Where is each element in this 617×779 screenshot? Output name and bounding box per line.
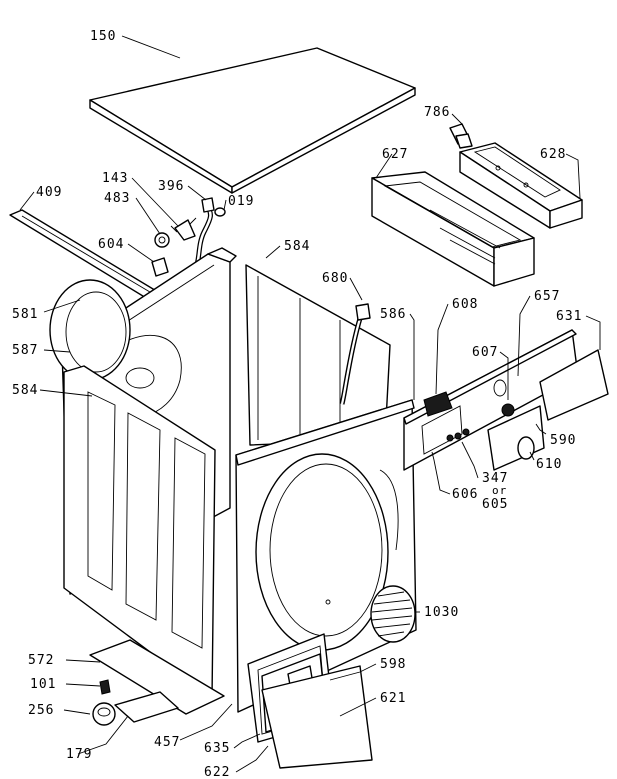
label-587: 587 <box>12 343 38 358</box>
door-assembly <box>247 633 373 769</box>
hose-680 <box>339 303 371 405</box>
label-409: 409 <box>36 185 62 200</box>
label-657: 657 <box>534 289 560 304</box>
label-or: or <box>492 484 507 497</box>
label-179: 179 <box>66 747 92 762</box>
label-608: 608 <box>452 297 478 312</box>
label-610: 610 <box>536 457 562 472</box>
label-604: 604 <box>98 237 124 252</box>
water-container-628 <box>459 142 583 229</box>
label-586: 586 <box>380 307 406 322</box>
small-parts-group <box>151 207 226 277</box>
label-621: 621 <box>380 691 406 706</box>
top-lid-150 <box>89 47 416 194</box>
label-635: 635 <box>204 741 230 756</box>
label-396: 396 <box>158 179 184 194</box>
label-150: 150 <box>90 29 116 44</box>
water-tank-housing-627 <box>371 171 535 287</box>
leader-lines <box>19 35 601 773</box>
label-019: 019 <box>228 194 254 209</box>
label-631: 631 <box>556 309 582 324</box>
label-584-left: 584 <box>12 383 38 398</box>
part-number-labels: 150 786 627 628 143 396 483 019 409 604 … <box>12 29 582 779</box>
label-605: 605 <box>482 497 508 512</box>
label-786: 786 <box>424 105 450 120</box>
label-680: 680 <box>322 271 348 286</box>
front-panel-586 <box>235 399 417 713</box>
label-606: 606 <box>452 487 478 502</box>
base-572 <box>89 639 225 726</box>
hose-396 <box>193 197 215 269</box>
label-483: 483 <box>104 191 130 206</box>
label-584-right: 584 <box>284 239 310 254</box>
label-598: 598 <box>380 657 406 672</box>
label-581: 581 <box>12 307 38 322</box>
label-628: 628 <box>540 147 566 162</box>
label-622: 622 <box>204 765 230 779</box>
vent-grill-1030 <box>370 585 416 643</box>
label-590: 590 <box>550 433 576 448</box>
label-347: 347 <box>482 471 508 486</box>
label-457: 457 <box>154 735 180 750</box>
clip-786 <box>449 123 473 149</box>
label-256: 256 <box>28 703 54 718</box>
label-143: 143 <box>102 171 128 186</box>
label-607: 607 <box>472 345 498 360</box>
label-101: 101 <box>30 677 56 692</box>
label-1030: 1030 <box>424 605 459 620</box>
side-panel-584b <box>63 365 216 699</box>
switch-block-608 <box>423 391 453 417</box>
label-627: 627 <box>382 147 408 162</box>
label-572: 572 <box>28 653 54 668</box>
